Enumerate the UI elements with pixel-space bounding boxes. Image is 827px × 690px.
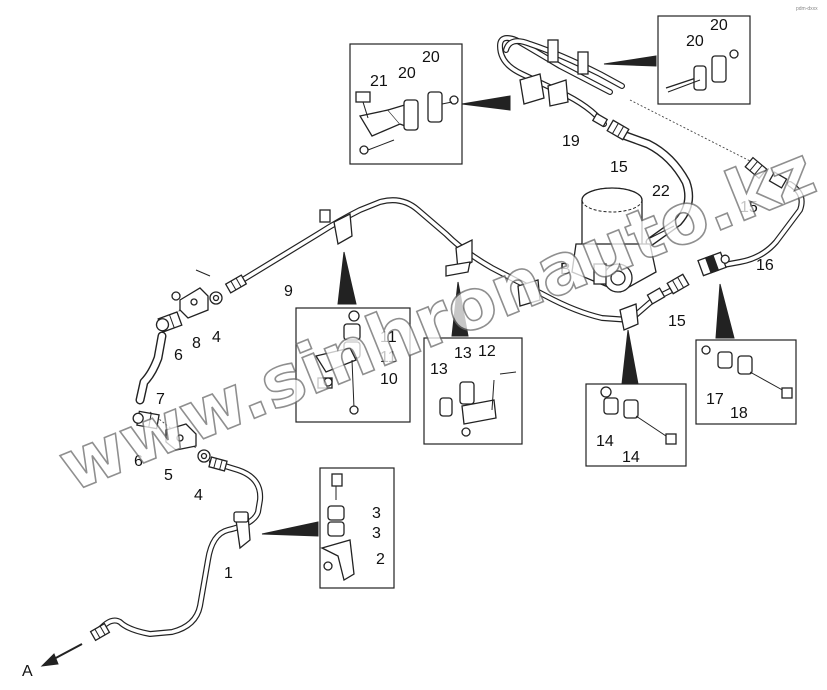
label-18: 18 bbox=[730, 405, 748, 422]
label-14a: 14 bbox=[596, 433, 614, 450]
detail-box-10 bbox=[295, 307, 411, 423]
label-11b: 11 bbox=[380, 349, 397, 366]
label-11a: 11 bbox=[380, 329, 397, 346]
label-19: 19 bbox=[562, 133, 580, 150]
label-20c: 20 bbox=[686, 33, 704, 50]
label-20a: 20 bbox=[398, 65, 416, 82]
detail-box-17 bbox=[695, 339, 797, 425]
label-4a: 4 bbox=[212, 329, 221, 346]
label-20d: 20 bbox=[710, 17, 728, 34]
label-15a: 15 bbox=[610, 159, 628, 176]
label-15b: 15 bbox=[740, 199, 758, 216]
label-a: A bbox=[22, 663, 33, 680]
label-3b: 3 bbox=[372, 525, 381, 542]
label-14b: 14 bbox=[622, 449, 640, 466]
label-3a: 3 bbox=[372, 505, 381, 522]
label-12: 12 bbox=[478, 343, 496, 360]
label-4b: 4 bbox=[194, 487, 203, 504]
label-2: 2 bbox=[376, 551, 385, 568]
detail-box-12 bbox=[423, 337, 523, 445]
label-8: 8 bbox=[192, 335, 201, 352]
detail-box-2 bbox=[319, 467, 395, 589]
label-1: 1 bbox=[224, 565, 233, 582]
pointer-wedges bbox=[261, 55, 735, 537]
label-b: B bbox=[560, 261, 571, 278]
label-5: 5 bbox=[164, 467, 173, 484]
detail-box-21 bbox=[349, 43, 463, 165]
fittings bbox=[89, 112, 788, 642]
label-17: 17 bbox=[706, 391, 724, 408]
detail-box-20 bbox=[657, 15, 751, 105]
label-20b: 20 bbox=[422, 49, 440, 66]
label-22: 22 bbox=[652, 183, 670, 200]
label-6b: 6 bbox=[134, 453, 143, 470]
label-13b: 13 bbox=[430, 361, 448, 378]
label-15c: 15 bbox=[668, 313, 686, 330]
label-21: 21 bbox=[370, 73, 388, 90]
label-7: 7 bbox=[156, 391, 165, 408]
part-labels: 1 2 3 3 4 4 5 6 6 7 8 9 10 11 11 12 13 1… bbox=[22, 17, 774, 680]
corner-mark: pdm-dxxx bbox=[796, 6, 818, 12]
label-10: 10 bbox=[380, 371, 398, 388]
air-dryer bbox=[571, 187, 675, 293]
label-9: 9 bbox=[284, 283, 293, 300]
label-16: 16 bbox=[756, 257, 774, 274]
mounted-brackets bbox=[165, 39, 639, 550]
direction-arrow-a bbox=[40, 643, 83, 667]
label-6a: 6 bbox=[174, 347, 183, 364]
label-13a: 13 bbox=[454, 345, 472, 362]
